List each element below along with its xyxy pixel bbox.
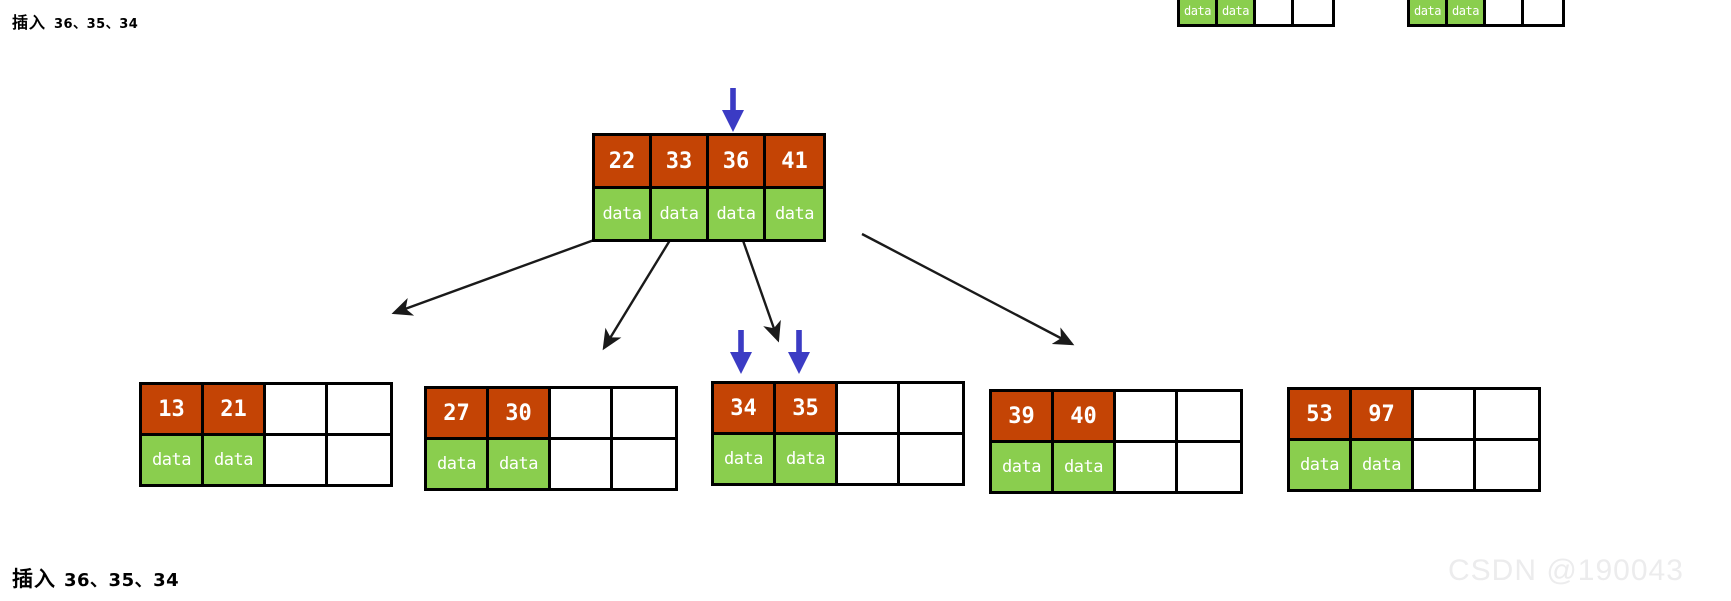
edge-root-to-leaf-2 xyxy=(602,231,677,351)
leaf-node-5-key-cell: 53 xyxy=(1290,390,1352,438)
caption-bottom: 插入 36、35、34 xyxy=(12,563,179,593)
leaf-node-1-key-cell xyxy=(328,385,390,433)
root-node-data-cell: data xyxy=(595,189,652,239)
clipped-node-top-left-data-cell xyxy=(1256,0,1294,24)
root-node-data-cell: data xyxy=(652,189,709,239)
leaf-node-3-data-cell xyxy=(900,435,962,483)
leaf-node-1-data-cell xyxy=(328,436,390,484)
leaf-node-2-key-cell: 30 xyxy=(489,389,551,437)
insert-arrow-leaf3-key-34 xyxy=(726,330,756,378)
caption-top-label: 插入 xyxy=(12,13,47,32)
caption-top: 插入 36、35、34 xyxy=(12,9,138,33)
leaf-node-4-key-cell xyxy=(1116,392,1178,440)
root-node-key-cell: 36 xyxy=(709,136,766,186)
watermark: CSDN @190043 xyxy=(1448,554,1684,587)
root-node-key-cell: 41 xyxy=(766,136,823,186)
leaf-node-5-data-cell: data xyxy=(1290,441,1352,489)
leaf-node-3-key-cell: 35 xyxy=(776,384,838,432)
leaf-node-1-key-cell xyxy=(266,385,328,433)
leaf-node-5-key-cell xyxy=(1476,390,1538,438)
leaf-node-2-key-cell: 27 xyxy=(427,389,489,437)
clipped-node-top-right-data-cell xyxy=(1486,0,1524,24)
clipped-node-top-left-data-cell: data xyxy=(1180,0,1218,24)
leaf-node-2-data-cell: data xyxy=(489,440,551,488)
leaf-node-3-key-cell xyxy=(838,384,900,432)
leaf-node-1-key-cell: 21 xyxy=(204,385,266,433)
leaf-node-2-key-cell xyxy=(613,389,675,437)
leaf-node-3-data-cell: data xyxy=(714,435,776,483)
leaf-node-3-key-cell xyxy=(900,384,962,432)
clipped-node-top-right-data-cell: data xyxy=(1410,0,1448,24)
leaf-node-4-key-cell: 40 xyxy=(1054,392,1116,440)
leaf-node-4-data-cell: data xyxy=(1054,443,1116,491)
leaf-node-4-key-cell xyxy=(1178,392,1240,440)
caption-bottom-numbers: 36、35、34 xyxy=(64,570,180,591)
leaf-node-5-key-cell xyxy=(1414,390,1476,438)
leaf-node-5-data-cell: data xyxy=(1352,441,1414,489)
leaf-node-3-data-cell: data xyxy=(776,435,838,483)
leaf-node-4-key-cell: 39 xyxy=(992,392,1054,440)
root-node-data-cell: data xyxy=(709,189,766,239)
leaf-node-1-key-cell: 13 xyxy=(142,385,204,433)
clipped-node-top-left-data-cell xyxy=(1294,0,1332,24)
clipped-node-top-right-data-cell xyxy=(1524,0,1562,24)
leaf-node-2-data-cell xyxy=(551,440,613,488)
clipped-node-top-right-data-cell: data xyxy=(1448,0,1486,24)
leaf-node-1-data-cell: data xyxy=(142,436,204,484)
leaf-node-4-data-cell xyxy=(1116,443,1178,491)
caption-bottom-label: 插入 xyxy=(12,567,56,591)
leaf-node-2-data-cell: data xyxy=(427,440,489,488)
leaf-node-4-data-cell: data xyxy=(992,443,1054,491)
edge-root-to-leaf-5 xyxy=(861,232,1075,346)
leaf-node-5-data-cell xyxy=(1414,441,1476,489)
root-node-data-cell: data xyxy=(766,189,823,239)
leaf-node-3-key-cell: 34 xyxy=(714,384,776,432)
clipped-node-top-left-data-cell: data xyxy=(1218,0,1256,24)
root-node-key-cell: 33 xyxy=(652,136,709,186)
leaf-node-4-data-cell xyxy=(1178,443,1240,491)
edge-root-to-leaf-3 xyxy=(738,231,781,343)
leaf-node-1-data-cell: data xyxy=(204,436,266,484)
edge-root-to-leaf-1 xyxy=(391,230,617,316)
caption-top-numbers: 36、35、34 xyxy=(54,17,139,32)
edge-lines xyxy=(391,230,1075,351)
leaf-node-3-data-cell xyxy=(838,435,900,483)
leaf-node-2-data-cell xyxy=(613,440,675,488)
leaf-node-2-key-cell xyxy=(551,389,613,437)
leaf-node-5-data-cell xyxy=(1476,441,1538,489)
insert-arrow-leaf3-key-35 xyxy=(784,330,814,378)
leaf-node-5-key-cell: 97 xyxy=(1352,390,1414,438)
root-node-key-cell: 22 xyxy=(595,136,652,186)
leaf-node-1-data-cell xyxy=(266,436,328,484)
insert-arrow-root-key-36 xyxy=(718,88,748,136)
